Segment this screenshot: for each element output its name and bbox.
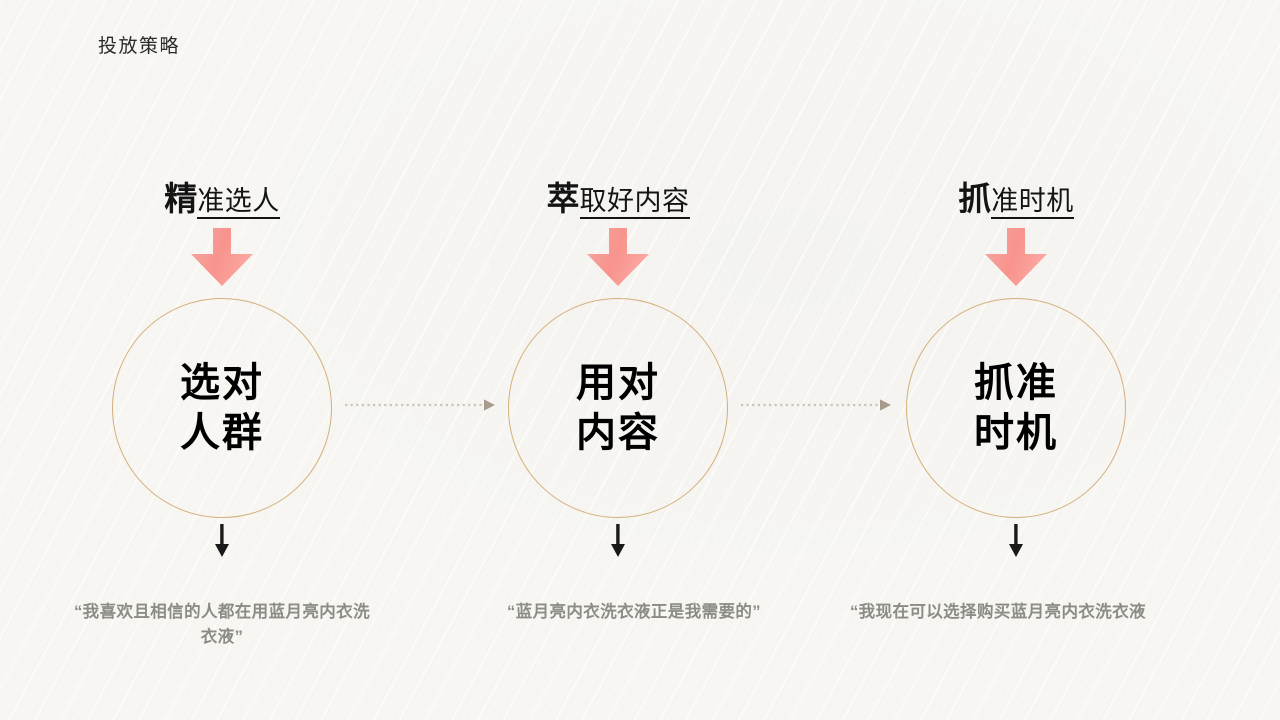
step-circle-2: 用对 内容 (508, 298, 728, 518)
step-heading-1: 精准选人 (52, 172, 392, 220)
step-heading-2: 萃取好内容 (448, 172, 788, 220)
step-heading-rest-2: 取好内容 (579, 186, 690, 219)
step-caption-1: “我喜欢且相信的人都在用蓝月亮内衣洗衣液” (74, 603, 370, 646)
step-heading-3: 抓准时机 (846, 172, 1186, 220)
step-heading-rest-1: 准选人 (197, 186, 280, 219)
step-circle-1: 选对 人群 (112, 298, 332, 518)
step-column-2: 萃取好内容 用对 内容 (448, 0, 788, 720)
step-caption-2: “蓝月亮内衣洗衣液正是我需要的” (507, 603, 761, 621)
step-circle-line2-3: 时机 (974, 411, 1058, 455)
down-arrow-small-icon (52, 524, 392, 564)
step-column-3: 抓准时机 抓准 时机 (846, 0, 1186, 720)
down-arrow-small-icon (846, 524, 1186, 564)
down-arrow-icon (52, 228, 392, 290)
step-caption-3: “我现在可以选择购买蓝月亮内衣洗衣液 (850, 603, 1146, 621)
down-arrow-icon (846, 228, 1186, 290)
step-circle-line2-2: 内容 (576, 411, 660, 455)
step-column-1: 精准选人 选对 人群 (52, 0, 392, 720)
page-title: 投放策略 (98, 36, 181, 57)
step-circle-line1-3: 抓准 (974, 361, 1058, 405)
dotted-right-arrow-icon (345, 398, 497, 418)
step-circle-line1-1: 选对 (180, 361, 264, 405)
step-heading-lead-3: 抓 (958, 180, 992, 217)
step-circle-3: 抓准 时机 (906, 298, 1126, 518)
dotted-right-arrow-icon (741, 398, 893, 418)
step-circle-line2-1: 人群 (180, 411, 264, 455)
step-circle-line1-2: 用对 (576, 361, 660, 405)
step-heading-rest-3: 准时机 (991, 186, 1074, 219)
down-arrow-icon (448, 228, 788, 290)
step-heading-lead-2: 萃 (546, 180, 580, 217)
step-heading-lead-1: 精 (164, 180, 198, 217)
down-arrow-small-icon (448, 524, 788, 564)
